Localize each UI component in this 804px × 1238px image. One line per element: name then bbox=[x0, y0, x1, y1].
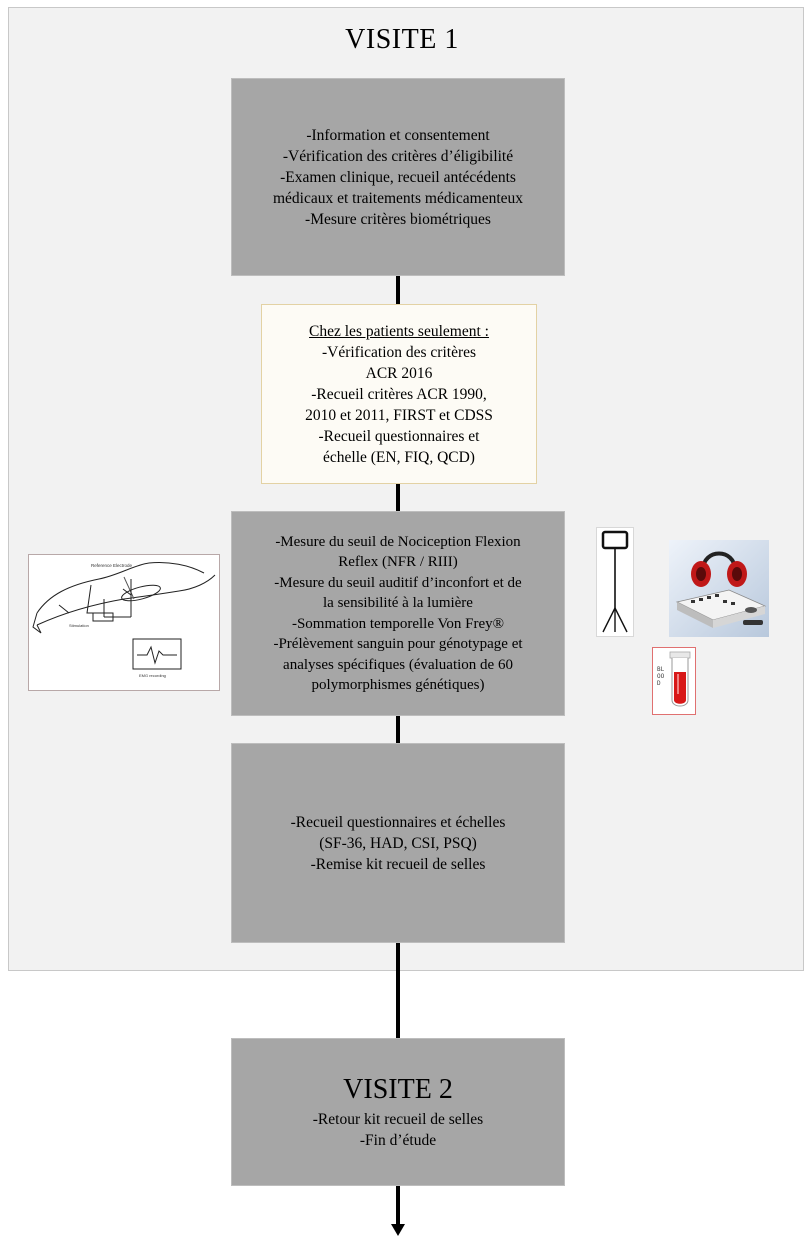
box-line: -Vérification des critères bbox=[321, 343, 477, 361]
connector-line bbox=[396, 275, 400, 305]
headphones-icon bbox=[669, 540, 769, 637]
blood-tube-illustration: BLOOD bbox=[652, 647, 696, 715]
blood-tube-label: BLOOD bbox=[657, 666, 665, 687]
box-line: échelle (EN, FIQ, QCD) bbox=[323, 448, 475, 466]
arrowhead-icon bbox=[391, 1224, 405, 1236]
connector-line bbox=[396, 942, 400, 1038]
svg-text:Reference Electrode: Reference Electrode bbox=[91, 563, 133, 568]
svg-text:Stimulation: Stimulation bbox=[69, 623, 89, 628]
svg-text:EMG recording: EMG recording bbox=[139, 673, 166, 678]
connector-line bbox=[396, 483, 400, 511]
box-line: ACR 2016 bbox=[365, 364, 433, 382]
connector-line bbox=[396, 1185, 400, 1227]
box-line: -Recueil questionnaires et échelles bbox=[290, 813, 506, 831]
box-line: -Sommation temporelle Von Frey® bbox=[291, 615, 505, 632]
box-line: -Vérification des critères d’éligibilité bbox=[282, 147, 514, 165]
step-box-visit2: VISITE 2 -Retour kit recueil de selles -… bbox=[231, 1038, 565, 1186]
box-line: Reflex (NFR / RIII) bbox=[338, 554, 458, 570]
box-line: polymorphismes génétiques) bbox=[311, 677, 485, 693]
box-line: -Mesure critères biométriques bbox=[305, 210, 491, 228]
box-line: médicaux et traitements médicamenteux bbox=[272, 189, 524, 207]
leg-icon: Reference Electrode Stimulation EMG reco… bbox=[32, 562, 216, 678]
box-line: -Retour kit recueil de selles bbox=[312, 1111, 484, 1128]
blood-tube-icon bbox=[669, 651, 691, 707]
visit2-title: VISITE 2 bbox=[343, 1074, 453, 1105]
box-line: -Mesure du seuil auditif d’inconfort et … bbox=[274, 574, 522, 591]
light-stand-illustration bbox=[596, 527, 634, 637]
visit1-title: VISITE 1 bbox=[345, 24, 459, 55]
box-line: 2010 et 2011, FIRST et CDSS bbox=[305, 406, 493, 424]
step-box-measures: -Mesure du seuil de Nociception Flexion … bbox=[231, 511, 565, 716]
box-line: -Examen clinique, recueil antécédents bbox=[280, 168, 516, 186]
box-line: -Mesure du seuil de Nociception Flexion bbox=[275, 533, 521, 550]
connector-line bbox=[396, 715, 400, 743]
step-box-questionnaires: -Recueil questionnaires et échelles (SF-… bbox=[231, 743, 565, 943]
step-box-inclusion: -Information et consentement -Vérificati… bbox=[231, 78, 565, 276]
box-line: analyses spécifiques (évaluation de 60 bbox=[283, 656, 513, 673]
box-line: -Fin d’étude bbox=[359, 1132, 437, 1149]
audiometer-illustration bbox=[669, 540, 769, 637]
box-line: -Prélèvement sanguin pour génotypage et bbox=[273, 636, 523, 652]
leg-reflex-illustration: Reference Electrode Stimulation EMG reco… bbox=[28, 554, 220, 691]
box-line: (SF-36, HAD, CSI, PSQ) bbox=[319, 834, 477, 852]
lamp-icon bbox=[601, 530, 629, 633]
box-line: -Remise kit recueil de selles bbox=[310, 855, 486, 873]
step-box-patients-only: Chez les patients seulement : -Vérificat… bbox=[261, 304, 537, 484]
box-line: -Recueil questionnaires et bbox=[318, 427, 480, 445]
box-line: -Information et consentement bbox=[306, 126, 490, 144]
box-line: la sensibilité à la lumière bbox=[323, 595, 473, 611]
box-line: -Recueil critères ACR 1990, bbox=[311, 385, 487, 403]
box-heading: Chez les patients seulement : bbox=[309, 322, 489, 340]
